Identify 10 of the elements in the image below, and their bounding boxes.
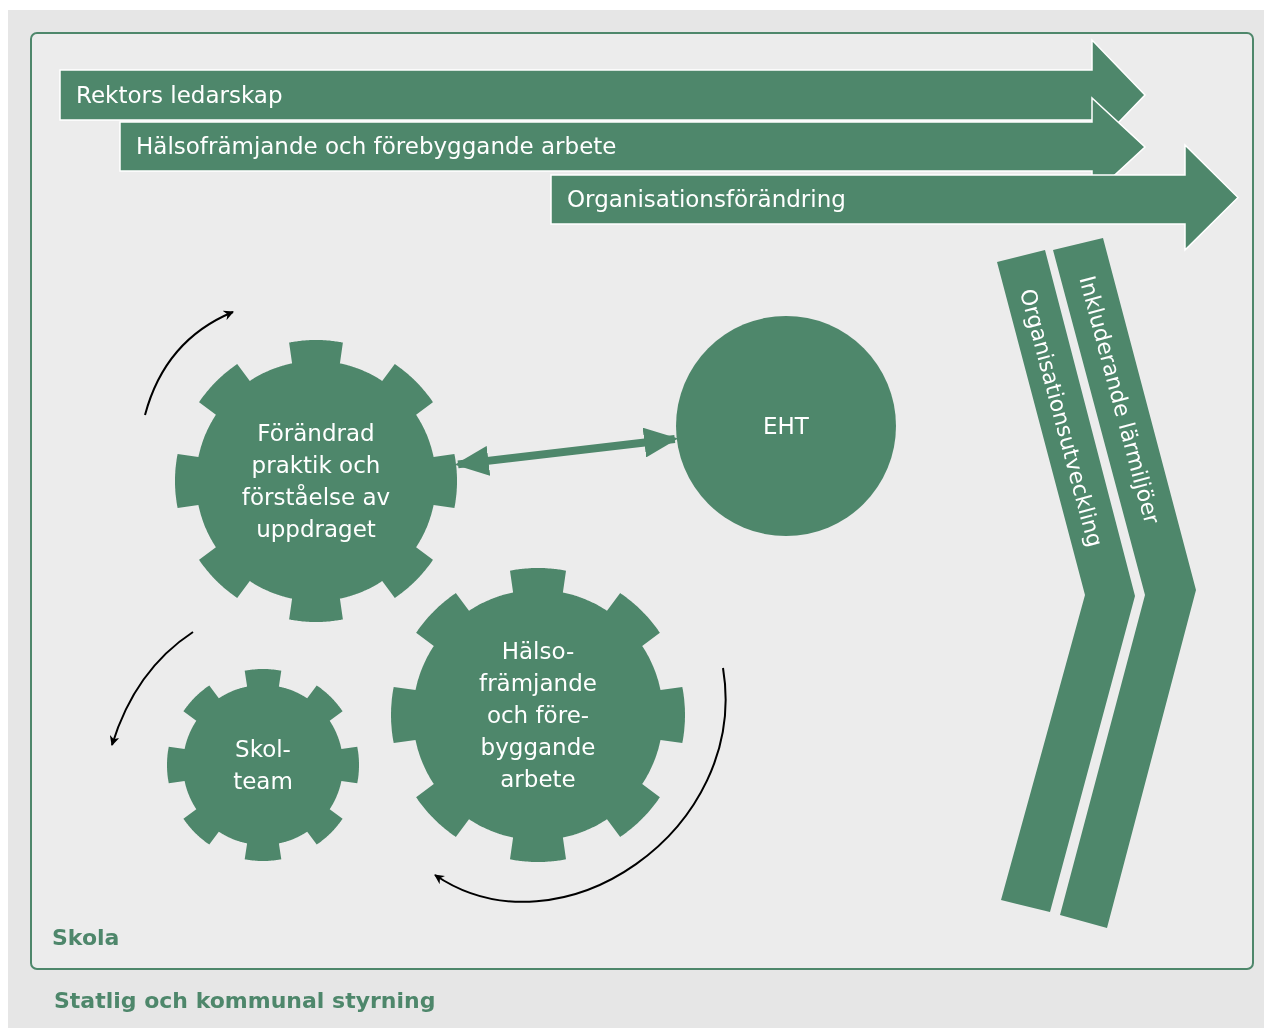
banner-label: Organisationsförändring [567,185,846,214]
banner-label: Hälsofrämjande och förebyggande arbete [136,132,617,161]
gear-label: Skol- team [232,735,294,796]
gear-label: Förändrad praktik och förståelse av uppdraget [240,419,392,544]
frame-label: Statlig och kommunal styrning [54,988,436,1013]
double-arrow [455,427,678,477]
gear-label: Hälso- främjande och före- byggande arbete [478,637,598,794]
gear-label: EHT [762,412,810,441]
frame-label: Skola [52,925,120,950]
banner-label: Rektors ledarskap [76,81,283,110]
